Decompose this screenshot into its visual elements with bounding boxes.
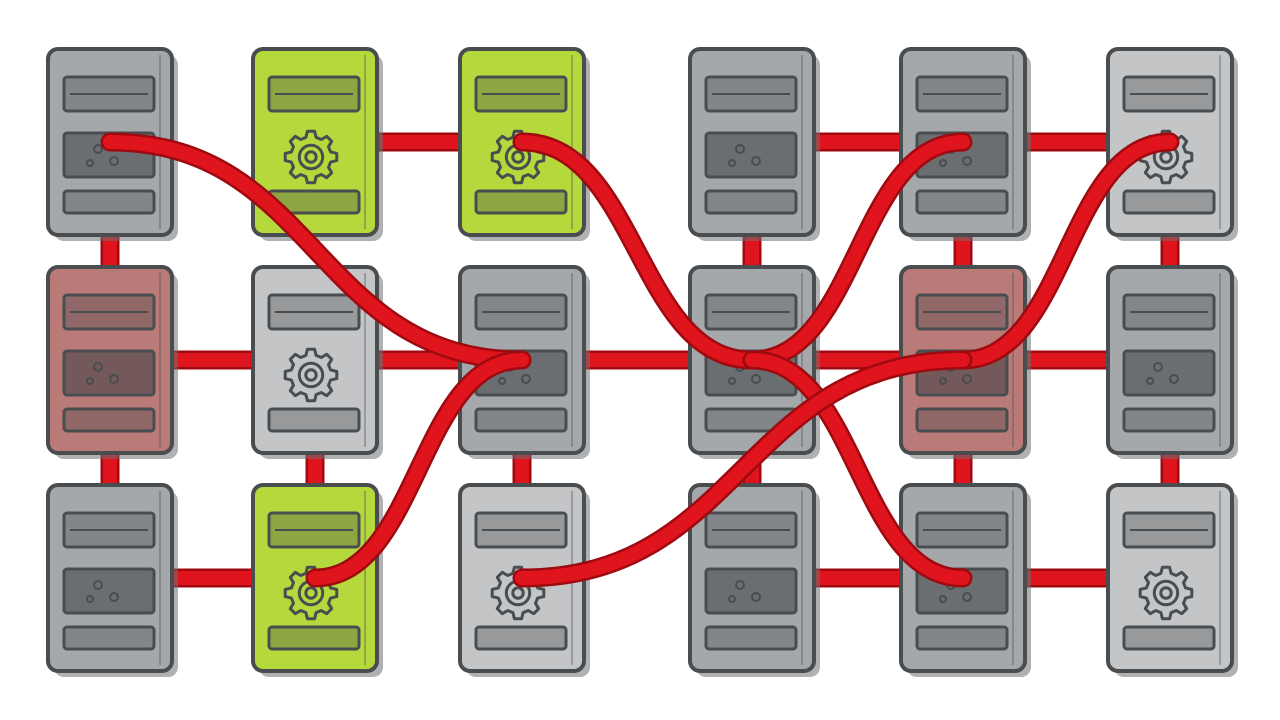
server-unit <box>46 265 178 459</box>
gear-icon <box>283 129 339 185</box>
server-unit <box>688 47 820 241</box>
network-cable <box>742 350 973 588</box>
network-cable <box>305 350 532 588</box>
server-unit <box>899 483 1031 677</box>
server-layer <box>46 47 1238 677</box>
vent-panel <box>704 131 798 179</box>
cable-layer-front <box>100 132 1180 588</box>
server-unit <box>251 47 383 241</box>
vent-panel <box>62 567 156 615</box>
server-unit <box>46 483 178 677</box>
server-unit <box>1106 265 1238 459</box>
network-cable <box>512 350 973 588</box>
server-unit <box>251 265 383 459</box>
server-unit <box>458 483 590 677</box>
network-cable <box>100 132 532 370</box>
network-cable <box>742 132 973 370</box>
network-cable <box>953 132 1180 370</box>
vent-panel <box>62 349 156 397</box>
gear-icon <box>283 347 339 403</box>
server-unit <box>1106 483 1238 677</box>
vent-panel <box>704 567 798 615</box>
network-cable <box>512 132 762 370</box>
gear-icon <box>1138 565 1194 621</box>
server-unit <box>688 483 820 677</box>
vent-panel <box>1122 349 1216 397</box>
